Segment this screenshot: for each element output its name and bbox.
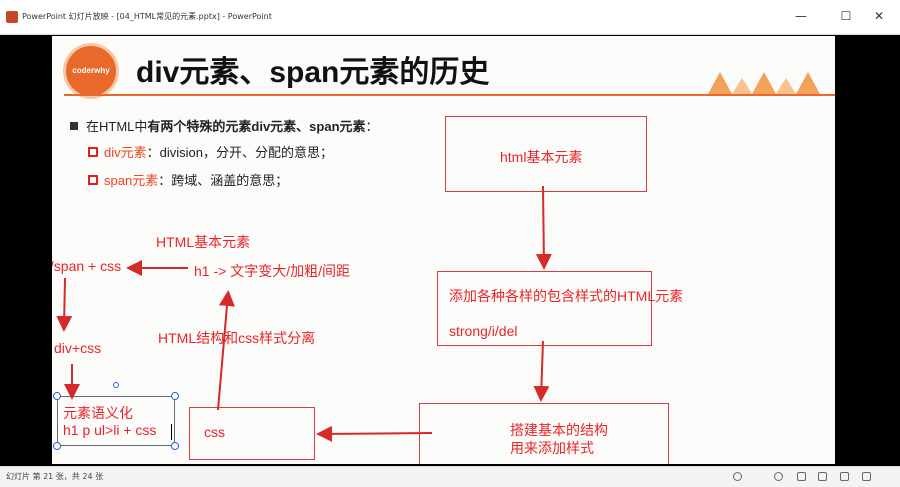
bullet-div: div元素：division，分开、分配的意思； bbox=[88, 142, 333, 161]
annotation-div-plus-css: div+css bbox=[54, 340, 102, 356]
div-term: div元素 bbox=[104, 145, 147, 160]
box-styled-elements-line1: 添加各种各样的包含样式的HTML元素 bbox=[449, 288, 684, 304]
arrow-up-css bbox=[217, 290, 235, 411]
box-structure-line2: 用来添加样式 bbox=[510, 440, 594, 456]
bullet-main: 在HTML中有两个特殊的元素div元素、span元素： bbox=[70, 116, 379, 135]
bullet-hollow-square-icon bbox=[88, 175, 98, 185]
annotation-h1: h1 -> 文字变大/加粗/间距 bbox=[194, 263, 350, 279]
decor-triangle bbox=[752, 72, 776, 94]
annotation-html-basic: HTML基本元素 bbox=[156, 234, 251, 250]
previous-slide-icon[interactable] bbox=[733, 472, 742, 481]
bullet-main-suffix: ： bbox=[365, 119, 379, 134]
flow-arrows bbox=[56, 185, 552, 442]
span-desc: ：跨域、涵盖的意思； bbox=[158, 173, 289, 188]
status-bar: 幻灯片 第 21 张，共 24 张 bbox=[0, 466, 900, 487]
coderwhy-logo: coderwhy bbox=[66, 46, 116, 96]
arrow-down-1 bbox=[535, 185, 552, 270]
arrow-left-to-css bbox=[316, 425, 433, 442]
slide-counter: 幻灯片 第 21 张，共 24 张 bbox=[6, 472, 104, 481]
window-title: PowerPoint 幻灯片放映 - [04_HTML常见的元素.pptx] -… bbox=[22, 12, 272, 21]
arrow-down-2 bbox=[533, 340, 550, 402]
maximize-button[interactable]: ☐ bbox=[840, 9, 852, 23]
arrow-down-div bbox=[56, 277, 73, 332]
bullet-hollow-square-icon bbox=[88, 147, 98, 157]
resize-handle[interactable] bbox=[53, 392, 61, 400]
resize-handle[interactable] bbox=[171, 392, 179, 400]
title-rule bbox=[64, 94, 835, 96]
rotate-handle[interactable] bbox=[113, 382, 119, 388]
bullet-square-icon bbox=[70, 122, 78, 130]
powerpoint-icon bbox=[6, 11, 18, 23]
slideshow-icon[interactable] bbox=[862, 472, 871, 481]
bullet-main-prefix: 在HTML中 bbox=[86, 119, 148, 134]
decor-triangle bbox=[796, 72, 820, 94]
box-css-label: css bbox=[204, 424, 225, 440]
decor-triangle bbox=[708, 72, 732, 94]
bullet-span: span元素：跨域、涵盖的意思； bbox=[88, 170, 288, 189]
annotation-semantic[interactable]: 元素语义化 bbox=[63, 405, 133, 421]
close-button[interactable]: ✕ bbox=[873, 9, 885, 23]
slide-title: div元素、span元素的历史 bbox=[136, 56, 490, 89]
bullet-main-bold: 有两个特殊的元素div元素、span元素 bbox=[147, 119, 366, 134]
resize-handle[interactable] bbox=[53, 442, 61, 450]
box-css: css bbox=[189, 407, 315, 460]
text-caret bbox=[171, 424, 172, 440]
annotation-div-span-css: div/span + css bbox=[52, 258, 122, 274]
slide-sorter-icon[interactable] bbox=[818, 472, 827, 481]
span-term: span元素 bbox=[104, 173, 159, 188]
next-slide-icon[interactable] bbox=[774, 472, 783, 481]
box-html-basic: html基本元素 bbox=[445, 116, 647, 192]
normal-view-icon[interactable] bbox=[797, 472, 806, 481]
window-titlebar: PowerPoint 幻灯片放映 - [04_HTML常见的元素.pptx] -… bbox=[0, 0, 900, 35]
reading-view-icon[interactable] bbox=[840, 472, 849, 481]
div-desc: ：division，分开、分配的意思； bbox=[146, 145, 333, 160]
annotation-semantic-elements[interactable]: h1 p ul>li + css bbox=[63, 422, 157, 438]
box-styled-elements-line2: strong/i/del bbox=[449, 323, 518, 339]
decor-triangle bbox=[732, 78, 752, 94]
resize-handle[interactable] bbox=[171, 442, 179, 450]
decor-triangle bbox=[776, 78, 796, 94]
box-structure-line1: 搭建基本的结构 bbox=[510, 422, 608, 438]
minimize-button[interactable]: — bbox=[795, 9, 807, 23]
slide-canvas: coderwhy div元素、span元素的历史 在HTML中有两个特殊的元素d… bbox=[52, 36, 835, 464]
annotation-separation: HTML结构和css样式分离 bbox=[158, 330, 316, 346]
selected-textbox[interactable]: 元素语义化 h1 p ul>li + css bbox=[57, 396, 175, 446]
box-styled-elements: 添加各种各样的包含样式的HTML元素 strong/i/del bbox=[437, 271, 683, 346]
box-html-basic-label: html基本元素 bbox=[500, 149, 583, 165]
